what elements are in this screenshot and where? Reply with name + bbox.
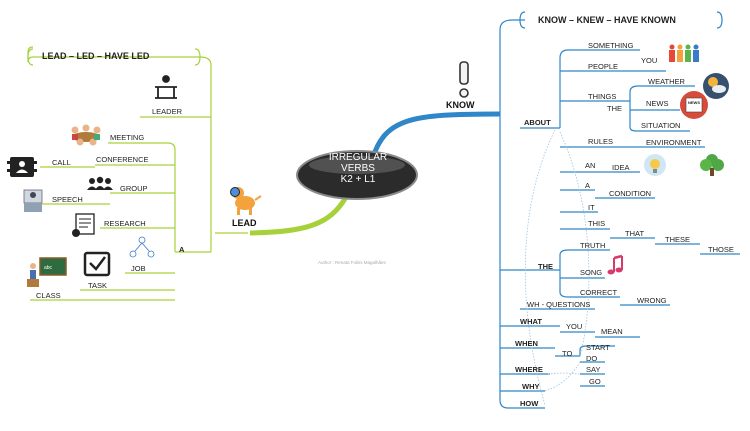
lead-header: LEAD – LED – HAVE LED	[42, 51, 150, 61]
about-node: ABOUT	[524, 118, 551, 127]
class-label: CLASS	[36, 291, 61, 300]
task-icon	[83, 251, 111, 277]
leader-icon	[155, 75, 177, 99]
a-label: A	[585, 181, 591, 190]
how-node: HOW	[520, 399, 539, 408]
center-line-1: IRREGULAR	[328, 152, 388, 163]
tree-icon	[700, 154, 724, 176]
why-node: WHY	[522, 382, 540, 391]
news-label: NEWS	[646, 99, 669, 108]
you-label: YOU	[641, 56, 658, 65]
idea-icon	[644, 154, 666, 176]
classroom-icon: abc	[27, 257, 67, 287]
wrong-label: WRONG	[637, 296, 667, 305]
those-label: THOSE	[708, 245, 734, 254]
weather-icon	[703, 73, 729, 99]
news-icon: NEWS	[680, 91, 708, 119]
do-label: DO	[586, 354, 598, 363]
know-node: KNOW	[446, 100, 475, 110]
phone-contact-icon	[7, 157, 37, 177]
svg-text:NEWS: NEWS	[688, 100, 700, 105]
where-node: WHERE	[515, 365, 543, 374]
go-label: GO	[589, 377, 601, 386]
know-branch	[369, 111, 501, 161]
research-icon	[72, 213, 95, 237]
network-icon	[129, 236, 155, 258]
center-line-2: VERBS	[341, 163, 375, 174]
meeting-label: MEETING	[110, 133, 145, 142]
music-note-icon	[607, 254, 623, 275]
song-label: SONG	[580, 268, 603, 277]
svg-text:abc: abc	[44, 265, 53, 271]
conference-label: CONFERENCE	[96, 155, 149, 164]
this-label: THIS	[588, 219, 606, 228]
that-label: THAT	[625, 229, 645, 238]
exclamation-icon	[459, 61, 469, 98]
lead-connectors	[27, 46, 248, 301]
rules-label: RULES	[588, 137, 614, 146]
to-label: TO	[562, 349, 573, 358]
condition-label: CONDITION	[609, 189, 652, 198]
a-node: A	[179, 245, 185, 254]
correct-label: CORRECT	[580, 288, 618, 297]
lead-branch	[249, 195, 349, 236]
people-icon	[669, 44, 699, 62]
call-label: CALL	[52, 158, 71, 167]
weather-label: WEATHER	[648, 77, 685, 86]
you-label-2: YOU	[566, 322, 583, 331]
what-node: WHAT	[520, 317, 542, 326]
things-label: THINGS	[588, 92, 617, 101]
environment-label: ENVIRONMENT	[646, 138, 702, 147]
know-connectors	[499, 11, 740, 409]
start-label: START	[586, 343, 610, 352]
the-label-1: THE	[607, 104, 622, 113]
center-node	[296, 150, 418, 200]
meeting-icon	[71, 124, 101, 146]
center-line-3: K2 + L1	[340, 174, 376, 185]
dog-icon	[230, 187, 262, 215]
these-label: THESE	[665, 235, 691, 244]
group-icon	[87, 176, 113, 190]
an-label: AN	[585, 161, 596, 170]
center-title: IRREGULAR VERBS K2 + L1	[300, 152, 416, 185]
mean-label: MEAN	[601, 327, 623, 336]
situation-label: SITUATION	[641, 121, 681, 130]
idea-label: IDEA	[612, 163, 630, 172]
author-credit: Author : Renata Foliini Magalhães	[318, 260, 386, 265]
know-header: KNOW – KNEW – HAVE KNOWN	[538, 15, 676, 25]
lead-node: LEAD	[232, 218, 257, 228]
speech-label: SPEECH	[52, 195, 83, 204]
truth-label: TRUTH	[580, 241, 606, 250]
group-label: GROUP	[120, 184, 148, 193]
something-label: SOMETHING	[588, 41, 634, 50]
people-label: PEOPLE	[588, 62, 619, 71]
it-label: IT	[588, 203, 595, 212]
leader-label: LEADER	[152, 107, 183, 116]
say-label: SAY	[586, 365, 601, 374]
job-label: JOB	[131, 264, 146, 273]
speech-icon	[23, 189, 43, 212]
dotted-links	[524, 129, 590, 406]
research-label: RESEARCH	[104, 219, 146, 228]
the-node-2: THE	[538, 262, 553, 271]
wh-questions-label: WH - QUESTIONS	[527, 300, 591, 309]
when-node: WHEN	[515, 339, 538, 348]
task-label: TASK	[88, 281, 108, 290]
